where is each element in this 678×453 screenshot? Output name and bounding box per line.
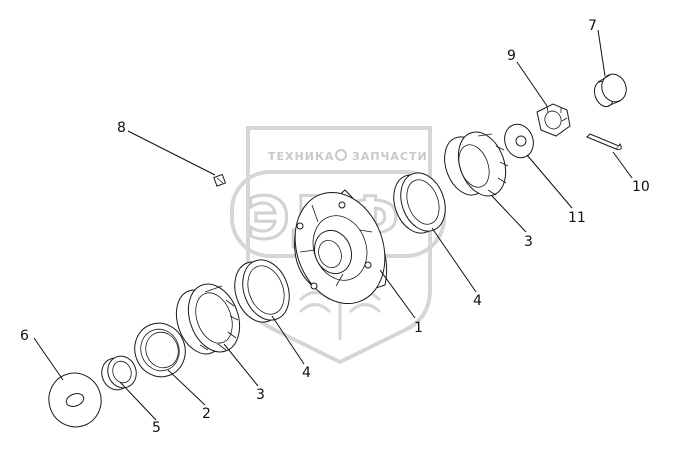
part-5-seal: [101, 355, 137, 391]
watermark-gear-icon: [335, 149, 347, 161]
callout-4-left: 4: [302, 365, 311, 381]
callout-7: 7: [588, 18, 597, 34]
part-10-cotter-pin: [586, 133, 622, 150]
leader-7: [597, 29, 606, 77]
callout-5: 5: [152, 420, 161, 436]
part-7-hub-cap: [593, 73, 627, 108]
leader-10: [612, 151, 633, 179]
leader-8: [127, 130, 216, 176]
part-1-hub: [294, 189, 388, 305]
part-4-race-right: [393, 172, 446, 234]
leader-4-left: [271, 315, 305, 365]
leader-11: [526, 154, 573, 209]
leader-2: [167, 369, 206, 406]
callout-11: 11: [568, 210, 586, 226]
callout-10: 10: [632, 179, 650, 195]
part-11-washer: [504, 123, 534, 159]
callout-6: 6: [20, 328, 29, 344]
callout-labels: 6 5 2 3 4 1 4 3 11 9 7 8 10: [20, 18, 650, 436]
leader-lines: [33, 29, 633, 421]
watermark-text-right: ЗАПЧАСТИ: [352, 150, 428, 163]
part-4-race-left: [234, 259, 290, 323]
leader-5: [119, 381, 157, 421]
callout-1: 1: [414, 320, 423, 336]
callout-2: 2: [202, 406, 211, 422]
watermark-text-left: ТЕХНИКА: [268, 150, 334, 163]
callout-4-right: 4: [473, 293, 482, 309]
part-2-seal-ring: [134, 322, 186, 378]
part-9-castle-nut: [536, 103, 571, 137]
part-3-bearing-left: [175, 283, 241, 355]
callout-9: 9: [507, 48, 516, 64]
callout-8: 8: [117, 120, 126, 136]
leader-3-right: [491, 195, 527, 233]
callout-3-right: 3: [524, 234, 533, 250]
part-8-grease-fitting: [213, 173, 227, 187]
leader-1: [379, 269, 416, 319]
part-3-bearing-right: [444, 131, 509, 197]
part-6-washer: [48, 372, 102, 428]
leader-6: [33, 337, 64, 381]
leader-3-left: [223, 343, 259, 387]
leader-4-right: [431, 227, 477, 293]
callout-3-left: 3: [256, 387, 265, 403]
leader-9: [516, 61, 548, 107]
